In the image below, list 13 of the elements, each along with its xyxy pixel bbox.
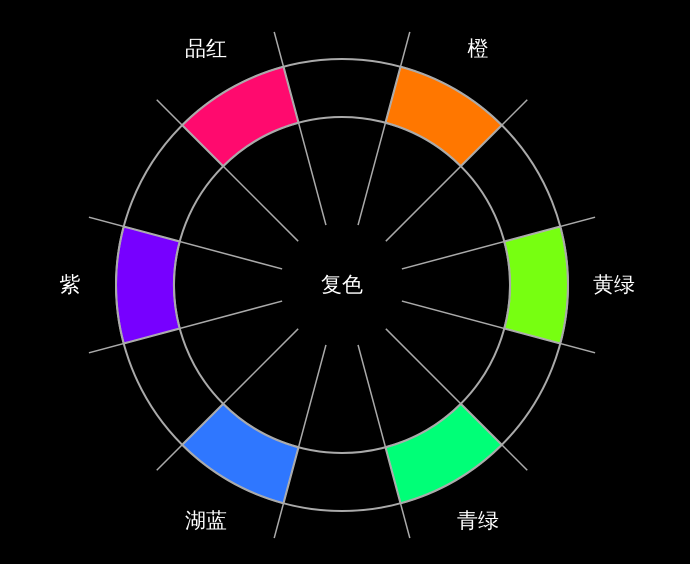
- segment-label: 黄绿: [593, 274, 635, 296]
- segment-label: 橙: [468, 38, 488, 60]
- color-segment: [503, 226, 569, 344]
- color-segment: [384, 66, 503, 168]
- color-segment: [181, 66, 300, 168]
- segment-label: 紫: [60, 274, 80, 296]
- color-segment: [181, 402, 300, 504]
- center-label: 复色: [321, 274, 363, 296]
- segment-label: 湖蓝: [185, 510, 227, 532]
- segment-label: 品红: [185, 38, 227, 60]
- color-segment: [384, 402, 503, 504]
- segment-label: 青绿: [457, 510, 499, 532]
- color-segment: [115, 226, 181, 344]
